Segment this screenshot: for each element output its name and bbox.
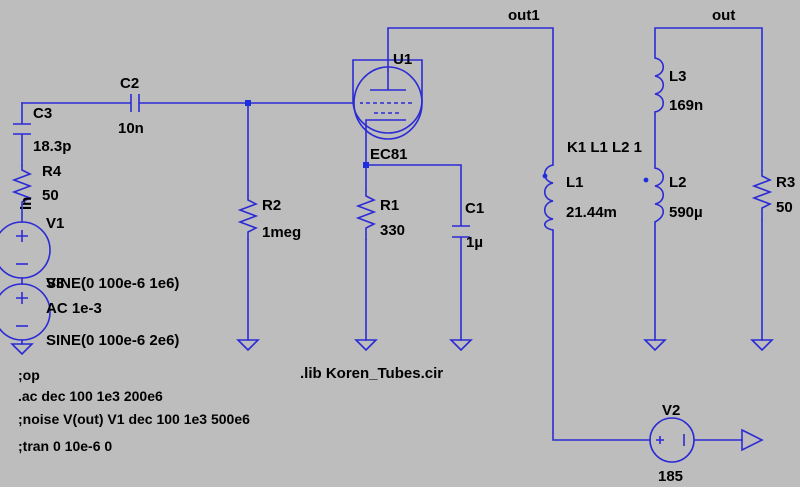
l1-ref: L1 <box>566 174 584 191</box>
source-v3[interactable] <box>0 283 51 341</box>
port-arrow-icon <box>741 428 764 452</box>
ground-icon <box>10 343 34 356</box>
tube-u1[interactable] <box>352 59 423 140</box>
net-label-in: in <box>18 197 35 210</box>
capacitor-c1[interactable] <box>452 225 470 238</box>
l3-value: 169n <box>669 97 703 114</box>
net-label-out1: out1 <box>508 7 540 24</box>
ac-directive: .ac dec 100 1e3 200e6 <box>18 388 163 404</box>
source-v1[interactable] <box>0 221 51 279</box>
v1-plus-icon <box>16 230 28 242</box>
capacitor-c3[interactable] <box>13 123 31 135</box>
v1-ac-value: AC 1e-3 <box>46 300 102 317</box>
l3-ref: L3 <box>669 68 687 85</box>
r2-ref: R2 <box>262 197 281 214</box>
c2-ref: C2 <box>120 75 139 92</box>
inductor-l2[interactable] <box>643 167 665 223</box>
v3-value: SINE(0 100e-6 2e6) <box>46 332 179 349</box>
r3-ref: R3 <box>776 174 795 191</box>
op-directive: ;op <box>18 367 40 383</box>
junction-grid <box>245 100 251 106</box>
u1-ref: U1 <box>393 51 412 68</box>
v3-plus-icon <box>16 292 28 304</box>
wire-cathode-to-c1 <box>365 164 462 226</box>
coupling-directive: K1 L1 L2 1 <box>567 139 642 156</box>
wire-l1-to-v2 <box>552 229 651 441</box>
lib-directive: .lib Koren_Tubes.cir <box>300 365 443 382</box>
v2-value: 185 <box>658 468 683 485</box>
r3-value: 50 <box>776 199 793 216</box>
l2-value: 590µ <box>669 204 703 221</box>
resistor-r3[interactable] <box>751 170 773 220</box>
r4-ref: R4 <box>42 163 62 180</box>
inductor-l1[interactable] <box>542 164 554 231</box>
noise-directive: ;noise V(out) V1 dec 100 1e3 500e6 <box>18 411 250 427</box>
r1-ref: R1 <box>380 197 399 214</box>
l2-ref: L2 <box>669 174 687 191</box>
resistor-r4[interactable] <box>11 165 33 205</box>
ground-icon <box>750 339 774 352</box>
inductor-l3[interactable] <box>654 57 665 113</box>
wire-out-top <box>654 27 763 171</box>
c3-ref: C3 <box>33 105 52 122</box>
c3-value: 18.3p <box>33 138 71 155</box>
ground-icon <box>354 339 378 352</box>
source-v2[interactable] <box>649 417 695 463</box>
ground-symbols <box>10 339 774 356</box>
ground-icon <box>643 339 667 352</box>
v3-ref: V3 <box>46 275 64 292</box>
c1-ref: C1 <box>465 200 484 217</box>
wires <box>21 27 763 441</box>
resistor-r1[interactable] <box>355 190 377 240</box>
capacitor-c2[interactable] <box>130 94 140 112</box>
v2-ref: V2 <box>662 402 680 419</box>
wire-plate-to-out1 <box>387 27 554 166</box>
r1-value: 330 <box>380 222 405 239</box>
junction-cathode <box>363 162 369 168</box>
u1-model: EC81 <box>370 146 408 163</box>
r2-value: 1meg <box>262 224 301 241</box>
ground-icon <box>236 339 260 352</box>
c1-value: 1µ <box>466 234 483 251</box>
c2-value: 10n <box>118 120 144 137</box>
tran-directive: ;tran 0 10e-6 0 <box>18 438 112 454</box>
r4-value: 50 <box>42 187 59 204</box>
ground-icon <box>449 339 473 352</box>
v2-plus-icon <box>656 436 664 444</box>
resistor-r2[interactable] <box>237 195 259 240</box>
v1-value: SINE(0 100e-6 1e6) <box>46 275 179 292</box>
net-label-out: out <box>712 7 735 24</box>
v1-ref: V1 <box>46 215 64 232</box>
l1-value: 21.44m <box>566 204 617 221</box>
